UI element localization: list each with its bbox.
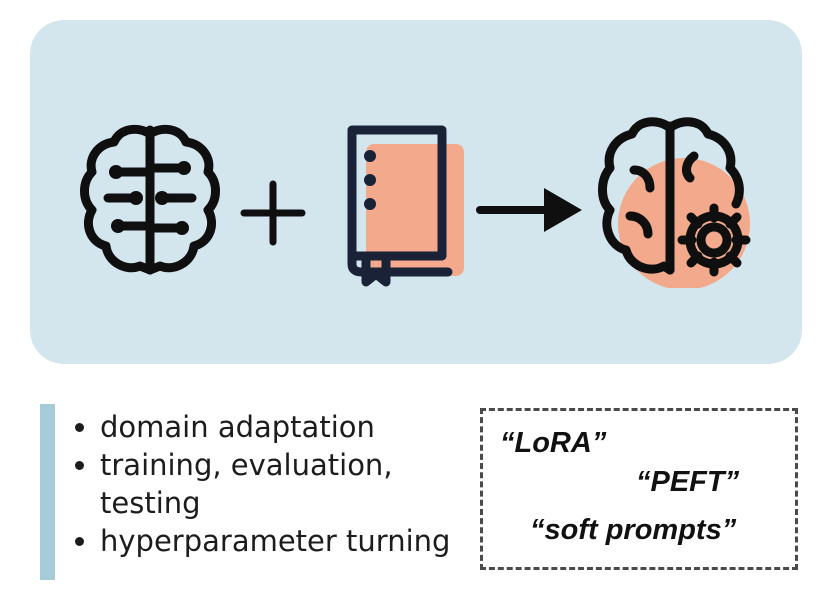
plus-icon [240, 180, 306, 246]
arrow-icon [476, 188, 582, 232]
accent-bar [40, 404, 55, 580]
list-item: domain adaptation [100, 408, 500, 446]
book-icon [347, 125, 464, 287]
terms-box [480, 408, 798, 570]
list-item: hyperparameter turning [100, 522, 500, 560]
term-soft-prompts: “soft prompts” [530, 514, 737, 546]
list-item: training, evaluation, testing [100, 446, 500, 522]
term-lora: “LoRA” [500, 427, 607, 459]
term-peft: “PEFT” [636, 466, 740, 498]
brain-icon [80, 124, 220, 275]
bullet-list: domain adaptation training, evaluation, … [62, 408, 500, 560]
brain-gear-icon [598, 117, 751, 288]
